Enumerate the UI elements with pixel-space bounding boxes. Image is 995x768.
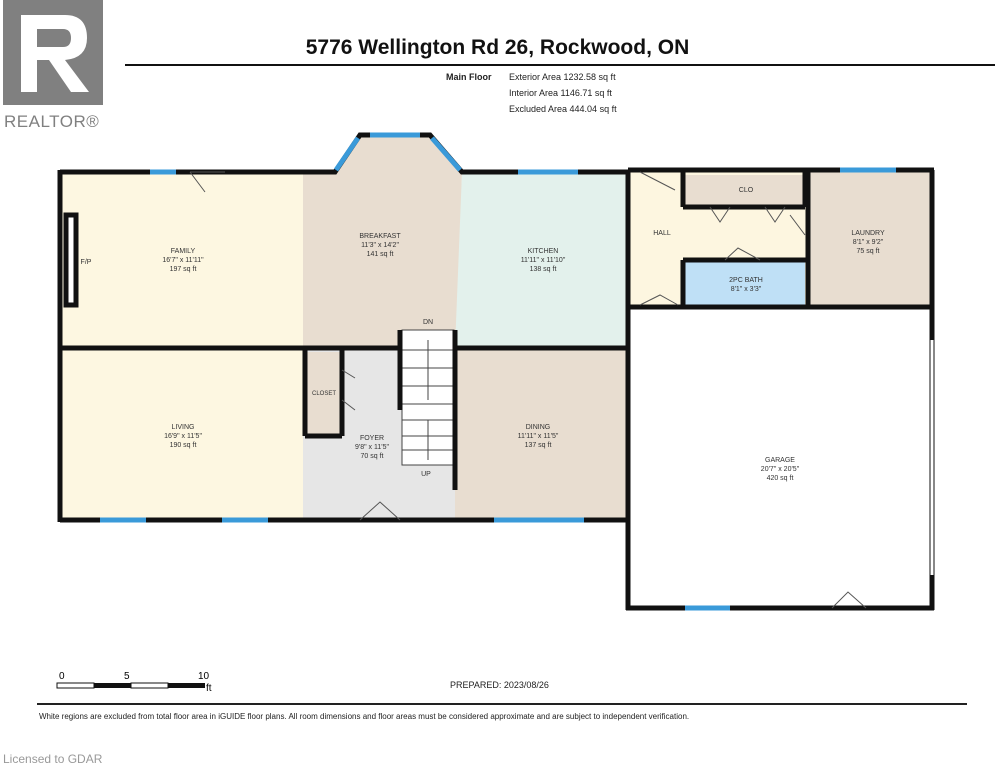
room-dims: 20'7" x 20'5" [761,466,800,473]
room-name: 2PC BATH [729,277,763,284]
room-area: 197 sq ft [170,266,197,273]
room-name: LIVING [172,424,195,431]
room-name: CLO [739,187,754,194]
room-kitchen [455,172,628,348]
floor-label: Main Floor [446,72,492,82]
scale-tick: 5 [124,671,130,682]
floor-plan: FAMILY 16'7" x 11'11" 197 sq ft BREAKFAS… [57,132,935,611]
room-clo [683,175,805,207]
room-dims: 11'11" x 11'10" [521,257,566,264]
room-name: DINING [526,424,551,431]
room-name: BREAKFAST [359,233,401,240]
room-dims: 8'1" x 9'2" [853,239,884,246]
room-area: 190 sq ft [170,442,197,449]
room-area: 141 sq ft [367,251,394,258]
scale-bar: 0 5 10 ft [56,670,226,705]
room-dining [455,350,628,520]
room-name: KITCHEN [528,248,559,255]
scale-tick: 0 [59,671,65,682]
room-name: GARAGE [765,457,795,464]
room-dims: 8'1" x 3'3" [731,286,762,293]
room-laundry [808,172,932,305]
room-name: FAMILY [171,248,196,255]
realtor-logo-text: REALTOR® [4,112,100,131]
page-title: 5776 Wellington Rd 26, Rockwood, ON [305,36,690,59]
doors [189,171,867,609]
stairs-down-label: DN [423,319,433,326]
stairs [401,329,455,466]
divider [125,64,995,66]
divider [37,703,967,705]
disclaimer: White regions are excluded from total fl… [39,712,690,721]
room-area: 138 sq ft [530,266,557,273]
realtor-r-icon [21,15,89,92]
windows [100,132,896,611]
room-area: 70 sq ft [361,453,384,460]
room-dims: 9'8" x 11'5" [355,444,389,451]
license-note: Licensed to GDAR [3,752,103,766]
room-area: 137 sq ft [525,442,552,449]
room-name: LAUNDRY [851,230,885,237]
interior-area: Interior Area 1146.71 sq ft [509,88,612,98]
room-closet [307,352,341,434]
room-bath [683,260,805,305]
room-dims: 11'11" x 11'5" [518,433,559,440]
prepared-date: PREPARED: 2023/08/26 [450,680,549,690]
room-family [62,172,303,348]
stairs-up-label: UP [421,471,431,478]
scale-tick: 10 [198,671,210,682]
room-area: 75 sq ft [857,248,880,255]
fireplace [63,212,79,308]
room-name: CLOSET [312,391,336,397]
room-name: HALL [653,230,671,237]
scale-unit: ft [206,683,212,694]
room-dims: 16'7" x 11'11" [162,257,204,264]
room-living [62,350,303,520]
realtor-logo [3,0,103,105]
room-dims: 11'3" x 14'2" [361,242,399,249]
room-breakfast [303,135,462,348]
fireplace-label: F/P [81,259,92,266]
room-area: 420 sq ft [767,475,794,482]
room-name: FOYER [360,435,384,442]
room-dims: 16'9" x 11'5" [164,433,202,440]
excluded-area: Excluded Area 444.04 sq ft [509,104,617,114]
exterior-area: Exterior Area 1232.58 sq ft [509,72,616,82]
